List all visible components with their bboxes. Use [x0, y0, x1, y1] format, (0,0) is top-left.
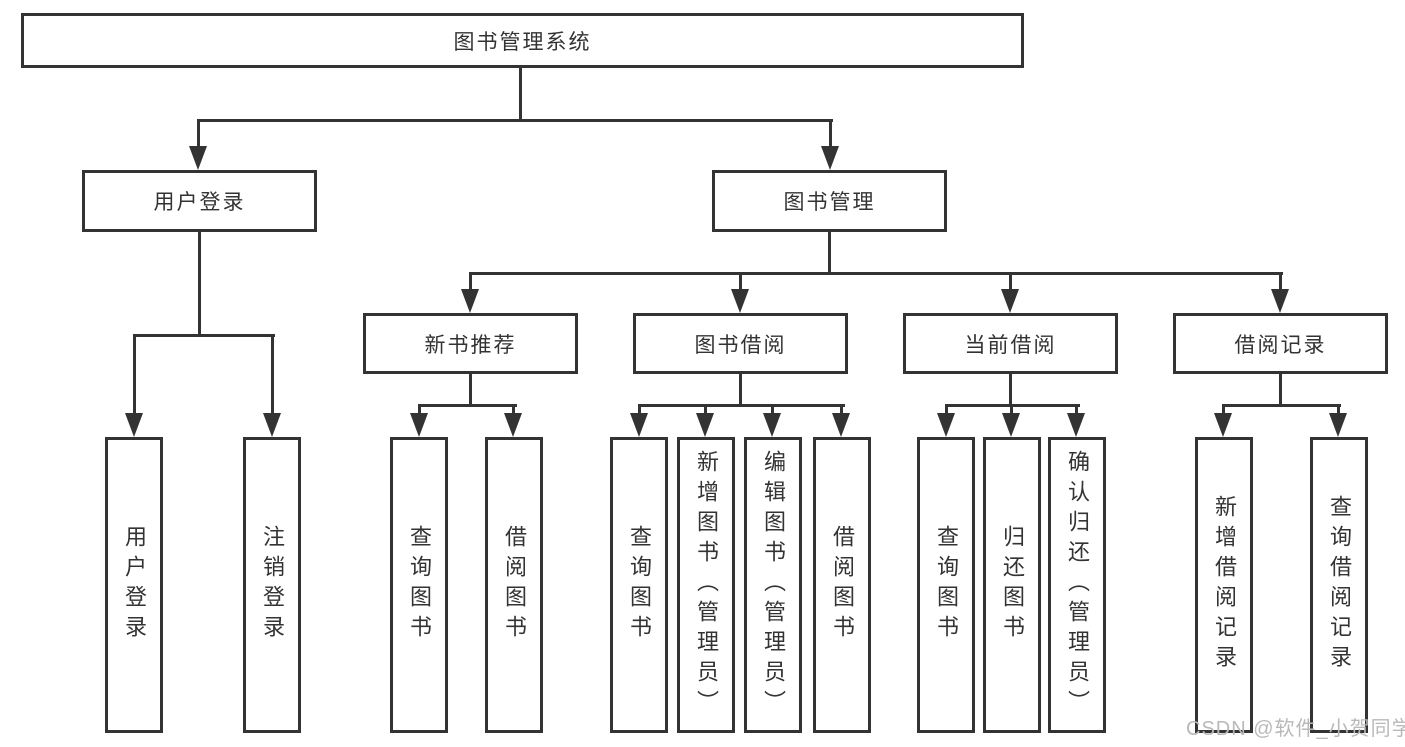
csdn-watermark: CSDN @软件_小贺同学 — [1186, 718, 1405, 740]
leaf-edit-book-label: 编辑图书（管理员） — [761, 450, 786, 720]
arrow-down-icon — [1271, 289, 1289, 313]
connector-line — [1010, 404, 1013, 417]
root-box: 图书管理系统 — [21, 13, 1024, 68]
arrow-down-icon — [1214, 413, 1232, 437]
connector-line — [1009, 272, 1012, 293]
connector-line — [418, 404, 421, 417]
arrow-down-icon — [832, 413, 850, 437]
connector-line — [1337, 404, 1340, 417]
connector-line — [1075, 404, 1078, 417]
current-borrow-label: 当前借阅 — [964, 333, 1057, 357]
connector-line — [704, 404, 707, 417]
book-mgmt-label: 图书管理 — [783, 191, 876, 214]
connector-line — [829, 119, 832, 151]
connector-line — [469, 374, 472, 407]
arrow-down-icon — [1329, 413, 1347, 437]
leaf-borrow-book-1-box: 借阅图书 — [485, 437, 543, 733]
leaf-user-login-box: 用户登录 — [105, 437, 163, 733]
connector-line — [739, 272, 742, 293]
book-borrow-label: 图书借阅 — [694, 333, 787, 357]
leaf-logout-box: 注销登录 — [243, 437, 301, 733]
root-label: 图书管理系统 — [453, 30, 592, 54]
connector-line — [638, 404, 845, 407]
borrow-records-box: 借阅记录 — [1173, 313, 1388, 374]
leaf-add-borrow-record-box: 新增借阅记录 — [1195, 437, 1253, 733]
arrow-down-icon — [763, 413, 781, 437]
connector-line — [1222, 404, 1225, 417]
book-borrow-box: 图书借阅 — [633, 313, 848, 374]
arrow-down-icon — [696, 413, 714, 437]
leaf-query-book-2-label: 查询图书 — [627, 525, 652, 645]
leaf-borrow-book-1-label: 借阅图书 — [502, 525, 527, 645]
connector-line — [469, 272, 1283, 275]
new-book-recommend-label: 新书推荐 — [424, 333, 517, 357]
leaf-add-book-box: 新增图书（管理员） — [677, 437, 735, 733]
current-borrow-box: 当前借阅 — [903, 313, 1118, 374]
leaf-return-book-label: 归还图书 — [1000, 525, 1025, 645]
leaf-confirm-return-label: 确认归还（管理员） — [1065, 450, 1090, 720]
leaf-user-login-label: 用户登录 — [122, 525, 147, 645]
leaf-confirm-return-box: 确认归还（管理员） — [1048, 437, 1106, 733]
arrow-down-icon — [731, 289, 749, 313]
leaf-query-book-1-label: 查询图书 — [407, 525, 432, 645]
arrow-down-icon — [630, 413, 648, 437]
connector-line — [1279, 272, 1282, 293]
connector-line — [271, 334, 274, 417]
connector-line — [519, 68, 522, 121]
leaf-logout-label: 注销登录 — [260, 525, 285, 645]
leaf-query-borrow-record-label: 查询借阅记录 — [1327, 495, 1352, 675]
connector-line — [771, 404, 774, 417]
connector-line — [1279, 374, 1282, 407]
connector-line — [133, 334, 275, 337]
arrow-down-icon — [1001, 289, 1019, 313]
leaf-add-book-label: 新增图书（管理员） — [694, 450, 719, 720]
connector-line — [133, 334, 136, 417]
leaf-query-book-3-box: 查询图书 — [917, 437, 975, 733]
book-mgmt-box: 图书管理 — [712, 170, 947, 232]
arrow-down-icon — [125, 413, 143, 437]
leaf-return-book-box: 归还图书 — [983, 437, 1041, 733]
arrow-down-icon — [410, 413, 428, 437]
leaf-query-book-1-box: 查询图书 — [390, 437, 448, 733]
connector-line — [828, 232, 831, 274]
arrow-down-icon — [821, 146, 839, 170]
borrow-records-label: 借阅记录 — [1234, 333, 1327, 357]
user-login-box: 用户登录 — [82, 170, 317, 232]
connector-line — [197, 119, 833, 122]
connector-line — [469, 272, 472, 293]
arrow-down-icon — [461, 289, 479, 313]
leaf-borrow-book-2-box: 借阅图书 — [813, 437, 871, 733]
connector-line — [418, 404, 517, 407]
arrow-down-icon — [1067, 413, 1085, 437]
connector-line — [945, 404, 948, 417]
connector-line — [739, 374, 742, 407]
leaf-query-book-3-label: 查询图书 — [934, 525, 959, 645]
arrow-down-icon — [937, 413, 955, 437]
connector-line — [840, 404, 843, 417]
leaf-edit-book-box: 编辑图书（管理员） — [744, 437, 802, 733]
arrow-down-icon — [504, 413, 522, 437]
user-login-label: 用户登录 — [153, 191, 246, 214]
connector-line — [512, 404, 515, 417]
arrow-down-icon — [263, 413, 281, 437]
connector-line — [1222, 404, 1341, 407]
arrow-down-icon — [1002, 413, 1020, 437]
leaf-query-borrow-record-box: 查询借阅记录 — [1310, 437, 1368, 733]
connector-line — [197, 119, 200, 151]
new-book-recommend-box: 新书推荐 — [363, 313, 578, 374]
leaf-borrow-book-2-label: 借阅图书 — [830, 525, 855, 645]
leaf-add-borrow-record-label: 新增借阅记录 — [1212, 495, 1237, 675]
connector-line — [1009, 374, 1012, 407]
connector-line — [198, 232, 201, 336]
leaf-query-book-2-box: 查询图书 — [610, 437, 668, 733]
connector-line — [638, 404, 641, 417]
arrow-down-icon — [189, 146, 207, 170]
